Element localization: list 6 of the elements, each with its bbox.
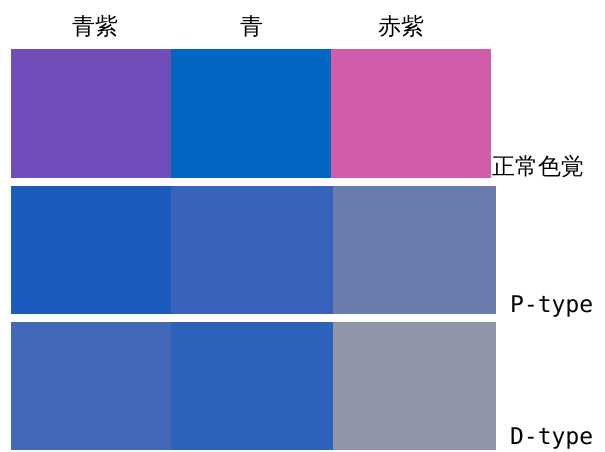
row-label: D-type — [510, 424, 594, 450]
column-header: 青紫 — [72, 14, 118, 40]
row-label: 正常色覚 — [492, 154, 584, 180]
row-label: P-type — [510, 292, 594, 318]
column-header: 赤紫 — [378, 14, 424, 40]
column-header: 青 — [240, 14, 263, 40]
